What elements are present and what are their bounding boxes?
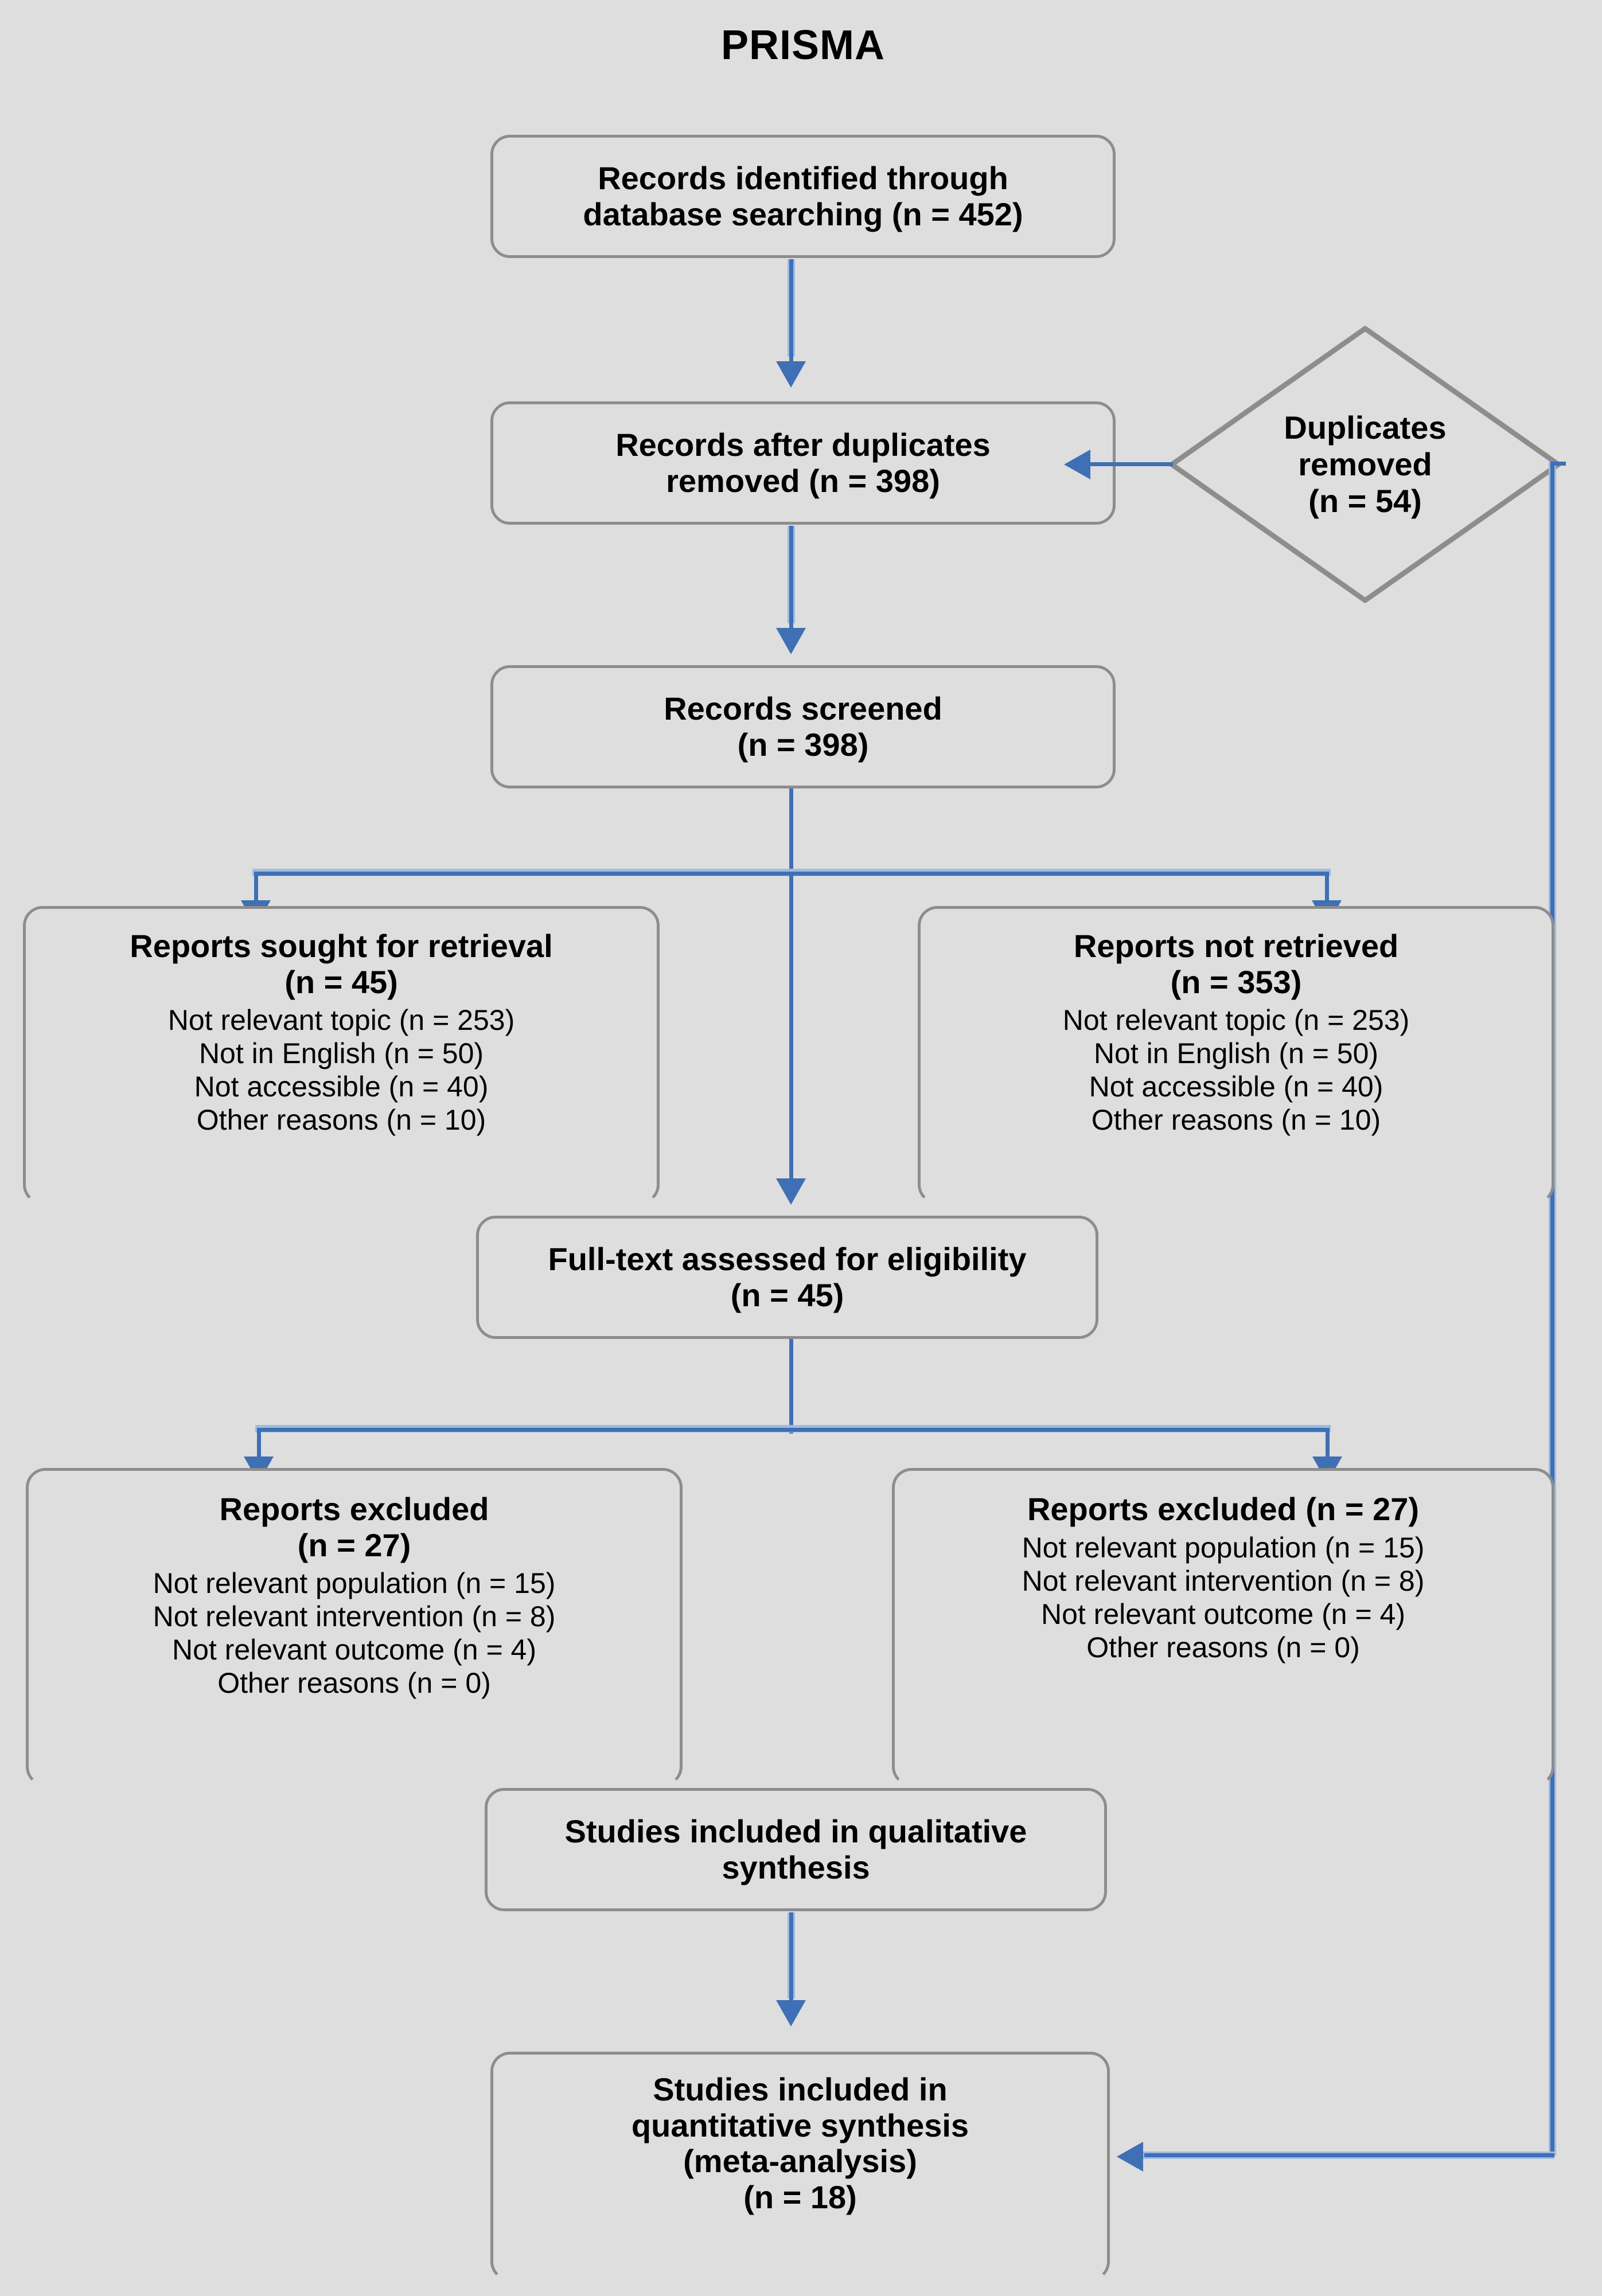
node-records-after-duplicates-label: Records after duplicates removed (n = 39…: [615, 426, 991, 499]
connector-screened-right-drop: [1325, 872, 1329, 906]
node-duplicates-removed-label: Duplicates removed (n = 54): [1284, 409, 1447, 519]
connector-fulltext-split: [257, 1428, 1330, 1432]
reason-item: Not relevant population (n = 15): [1022, 1531, 1425, 1564]
connector-afterdup-to-screened: [789, 526, 793, 635]
arrow-down-icon: [776, 2000, 806, 2026]
diamond-shape-icon: [1169, 326, 1561, 603]
reason-item: Not relevant population (n = 15): [153, 1567, 556, 1600]
reason-item: Not accessible (n = 40): [194, 1071, 489, 1103]
reason-item: Not relevant topic (n = 253): [167, 1004, 515, 1037]
node-reports-excluded-left-label: Reports excluded: [219, 1491, 489, 1527]
node-reports-not-retrieved: Reports not retrieved (n = 353) Not rele…: [918, 906, 1554, 1204]
reason-item: Other reasons (n = 0): [1086, 1631, 1360, 1664]
node-reports-excluded-right: Reports excluded (n = 27) Not relevant p…: [892, 1468, 1554, 1786]
node-reports-excluded-right-reasons: Not relevant population (n = 15) Not rel…: [1022, 1531, 1425, 1664]
node-reports-excluded-right-label: Reports excluded (n = 27): [1027, 1491, 1420, 1527]
reason-item: Other reasons (n = 10): [1091, 1104, 1381, 1137]
connector-qualitative-to-quantitative: [789, 1912, 793, 2010]
reason-item: Not relevant intervention (n = 8): [153, 1600, 556, 1633]
arrow-left-icon: [1117, 2142, 1143, 2172]
arrow-down-icon: [776, 1178, 806, 1205]
node-studies-qualitative-synthesis: Studies included in qualitative synthesi…: [485, 1788, 1107, 1911]
reason-item: Not relevant outcome (n = 4): [1040, 1598, 1406, 1630]
node-records-after-duplicates: Records after duplicates removed (n = 39…: [490, 401, 1116, 525]
page-title: PRISMA: [720, 22, 886, 68]
reason-item: Not relevant intervention (n = 8): [1022, 1564, 1425, 1597]
node-studies-quantitative-synthesis: Studies included in quantitative synthes…: [490, 2052, 1110, 2281]
node-reports-not-retrieved-label: Reports not retrieved: [1073, 928, 1399, 964]
reason-item: Other reasons (n = 0): [217, 1667, 491, 1700]
node-duplicates-removed: Duplicates removed (n = 54): [1167, 324, 1563, 605]
connector-identified-to-afterdup: [789, 259, 793, 368]
arrow-down-icon: [776, 361, 806, 388]
node-studies-qualitative-label: Studies included in qualitative synthesi…: [564, 1813, 1027, 1885]
connector-screened-to-fulltext: [789, 872, 793, 1198]
node-records-screened-label: Records screened: [664, 690, 942, 727]
reason-item: Other reasons (n = 10): [196, 1104, 486, 1137]
node-reports-excluded-left-count: (n = 27): [297, 1526, 411, 1563]
reason-item: Not in English (n = 50): [198, 1037, 484, 1070]
node-records-identified-label: Records identified through database sear…: [583, 159, 1023, 232]
node-reports-not-retrieved-reasons: Not relevant topic (n = 253) Not in Engl…: [1063, 1003, 1410, 1137]
arrow-left-icon: [1064, 450, 1090, 479]
return-line-vertical: [1550, 462, 1554, 2154]
node-studies-quantitative-count: (n = 18): [743, 2179, 857, 2216]
node-reports-sought-reasons: Not relevant topic (n = 253) Not in Engl…: [168, 1003, 515, 1137]
node-fulltext-assessed: Full-text assessed for eligibility (n = …: [476, 1216, 1098, 1339]
connector-duplicates-to-afterdup: [1090, 462, 1173, 466]
connector-fulltext-right-drop: [1326, 1428, 1330, 1462]
node-reports-excluded-left: Reports excluded (n = 27) Not relevant p…: [26, 1468, 683, 1786]
reason-item: Not relevant topic (n = 253): [1062, 1004, 1410, 1037]
node-reports-sought-label: Reports sought for retrieval: [130, 928, 553, 964]
reason-item: Not accessible (n = 40): [1089, 1071, 1383, 1103]
node-reports-excluded-left-reasons: Not relevant population (n = 15) Not rel…: [153, 1567, 556, 1700]
connector-screened-stem: [789, 788, 793, 920]
connector-fulltext-left-drop: [257, 1428, 261, 1462]
return-line-horizontal: [1144, 2153, 1554, 2157]
node-fulltext-assessed-label: Full-text assessed for eligibility: [548, 1240, 1027, 1277]
reason-item: Not relevant outcome (n = 4): [171, 1634, 537, 1666]
connector-fulltext-stem: [789, 1339, 793, 1434]
node-reports-sought-for-retrieval: Reports sought for retrieval (n = 45) No…: [23, 906, 660, 1204]
node-records-identified: Records identified through database sear…: [490, 135, 1116, 258]
arrow-down-icon: [776, 628, 806, 654]
node-studies-quantitative-label: Studies included in quantitative synthes…: [631, 2071, 969, 2180]
node-records-screened-count: (n = 398): [737, 726, 869, 763]
node-reports-sought-count: (n = 45): [284, 963, 398, 1000]
node-fulltext-assessed-count: (n = 45): [730, 1276, 844, 1313]
return-line-top-stub: [1552, 462, 1566, 466]
node-records-screened: Records screened (n = 398): [490, 665, 1116, 788]
node-reports-not-retrieved-count: (n = 353): [1170, 963, 1302, 1000]
connector-screened-left-drop: [254, 872, 258, 906]
reason-item: Not in English (n = 50): [1093, 1037, 1379, 1070]
